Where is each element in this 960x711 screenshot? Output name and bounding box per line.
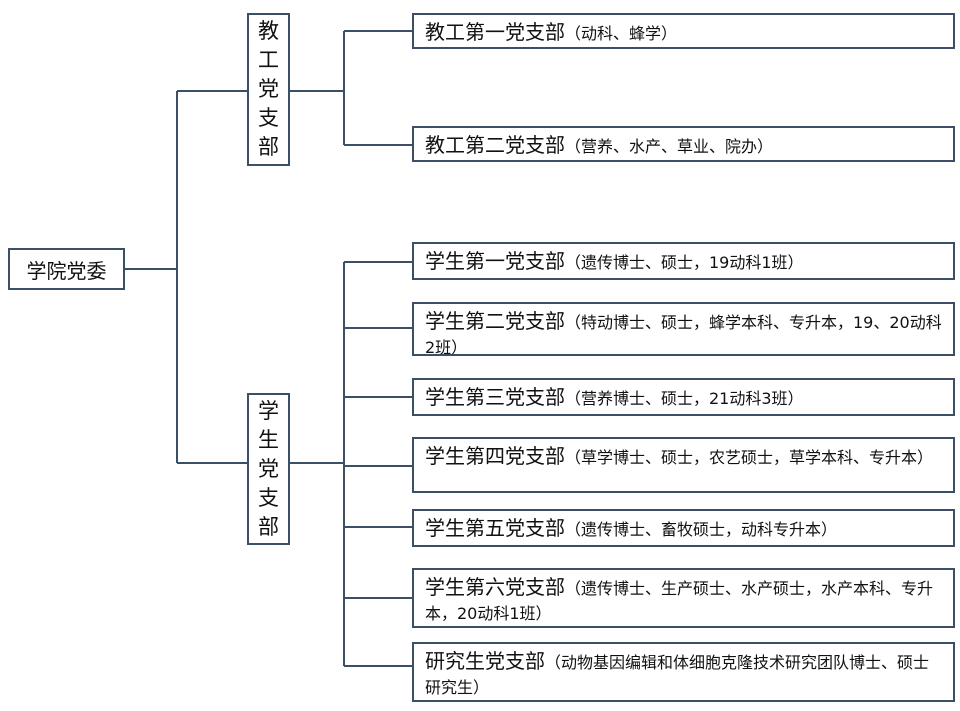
branch-node: 研究生党支部（动物基因编辑和体细胞克隆技术研究团队博士、硕士研究生） (412, 642, 955, 702)
branch-detail: （动物基因编辑和体细胞克隆技术研究团队博士、硕士研究生） (425, 653, 930, 697)
vbox-char: 支 (258, 485, 279, 510)
branch-name: 学生第一党支部 (425, 249, 565, 273)
branch-node: 教工第一党支部（动科、蜂学） (412, 13, 955, 49)
branch-detail: （遗传博士、硕士，19动科1班） (565, 253, 804, 272)
branch-detail: （遗传博士、生产硕士、水产硕士，水产本科、专升本，20动科1班） (425, 579, 934, 623)
vbox-char: 教 (258, 19, 279, 43)
branch-node: 学生第三党支部（营养博士、硕士，21动科3班） (412, 378, 955, 416)
branch-detail: （营养、水产、草业、院办） (565, 137, 774, 156)
root-node: 学院党委 (8, 248, 125, 290)
vbox-char: 支 (258, 106, 279, 130)
root-label: 学院党委 (26, 258, 107, 283)
vbox-char: 部 (258, 514, 279, 539)
branch-node: 学生第四党支部（草学博士、硕士，农艺硕士，草学本科、专升本） (412, 437, 955, 493)
branch-detail: （特动博士、硕士，蜂学本科、专升本，19、20动科2班） (425, 313, 942, 357)
student-party-branch-node: 学 生 党 支 部 (247, 393, 290, 545)
branch-name: 研究生党支部 (425, 649, 545, 673)
vbox-char: 党 (258, 77, 279, 101)
branch-name: 学生第二党支部 (425, 309, 565, 333)
branch-name: 学生第六党支部 (425, 575, 565, 599)
branch-name: 教工第一党支部 (425, 20, 565, 44)
branch-detail: （营养博士、硕士，21动科3班） (565, 389, 804, 408)
branch-name: 教工第二党支部 (425, 133, 565, 157)
branch-detail: （草学博士、硕士，农艺硕士，草学本科、专升本） (565, 448, 934, 467)
branch-node: 学生第五党支部（遗传博士、畜牧硕士，动科专升本） (412, 509, 955, 547)
branch-node: 教工第二党支部（营养、水产、草业、院办） (412, 126, 955, 162)
branch-detail: （遗传博士、畜牧硕士，动科专升本） (565, 520, 838, 539)
vbox-char: 工 (258, 48, 279, 72)
vbox-char: 党 (258, 456, 279, 481)
vbox-char: 学 (258, 398, 279, 423)
branch-node: 学生第一党支部（遗传博士、硕士，19动科1班） (412, 242, 955, 280)
vbox-char: 部 (258, 135, 279, 159)
branch-name: 学生第三党支部 (425, 385, 565, 409)
branch-name: 学生第五党支部 (425, 516, 565, 540)
faculty-party-branch-node: 教 工 党 支 部 (247, 13, 290, 166)
vbox-char: 生 (258, 427, 279, 452)
branch-node: 学生第六党支部（遗传博士、生产硕士、水产硕士，水产本科、专升本，20动科1班） (412, 568, 955, 628)
branch-name: 学生第四党支部 (425, 444, 565, 468)
branch-detail: （动科、蜂学） (565, 24, 678, 43)
branch-node: 学生第二党支部（特动博士、硕士，蜂学本科、专升本，19、20动科2班） (412, 302, 955, 357)
